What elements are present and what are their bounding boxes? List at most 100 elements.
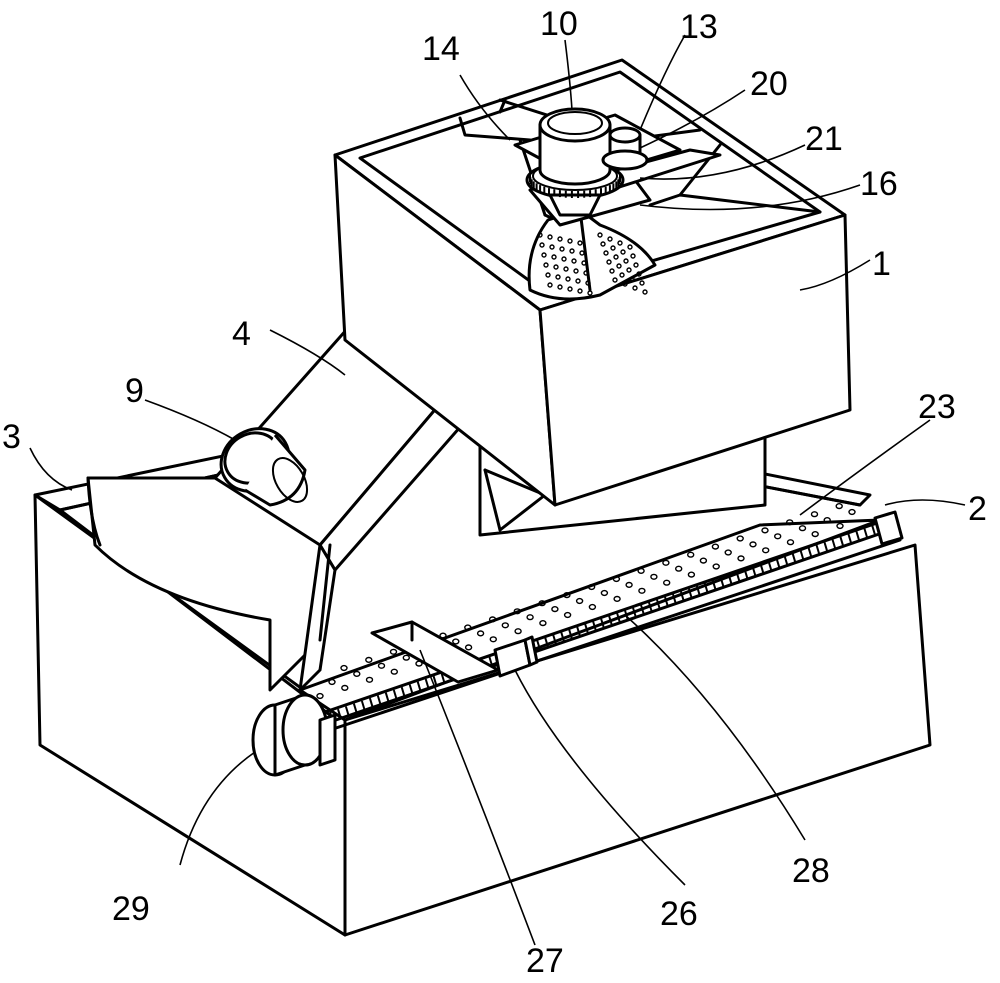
perforation-hole [811, 530, 819, 538]
sieve-hole [569, 248, 575, 254]
label-13: 13 [680, 8, 718, 46]
screw-thread [392, 689, 398, 701]
perforation-hole [588, 603, 597, 611]
upper-box-front-face [538, 213, 852, 507]
perforation-hole [798, 525, 807, 532]
label-4: 4 [232, 315, 251, 353]
screw-thread [408, 684, 414, 695]
perforation-hole [489, 636, 497, 643]
screw-thread [560, 631, 566, 643]
sieve-hole [612, 277, 618, 283]
screw-thread [871, 524, 876, 536]
screw-thread [655, 598, 661, 610]
screw-thread [727, 574, 733, 585]
perforation-hole [464, 624, 472, 631]
gear-20 [601, 149, 649, 171]
label-27: 27 [526, 942, 564, 978]
perforation-hole [587, 583, 596, 591]
perforation-hole [662, 559, 670, 566]
perforation-hole [637, 567, 645, 575]
sieve-hole [547, 234, 553, 240]
sieve-hole [541, 252, 547, 258]
label-2: 2 [968, 490, 987, 528]
label-20: 20 [750, 65, 788, 103]
sieve-hole [610, 245, 616, 251]
perforation-hole [762, 547, 770, 554]
perforation-hole [563, 611, 572, 619]
perforation-hole [675, 565, 683, 572]
perforation-hole [328, 678, 336, 686]
sieve-hole [549, 244, 555, 250]
label-3: 3 [2, 418, 21, 456]
screw-thread [631, 607, 637, 618]
perforation-hole [365, 656, 373, 664]
perforation-hole [835, 503, 843, 510]
perforation-hole [737, 555, 745, 562]
perforation-hole [488, 616, 497, 623]
funnel-block [86, 476, 332, 692]
screw-thread [711, 579, 717, 591]
sieve-hole [567, 238, 573, 244]
sieve-hole [565, 276, 571, 282]
sieve-hole [579, 250, 585, 256]
perforation-hole [625, 581, 633, 589]
motor-29 [251, 693, 337, 777]
screw-thread [344, 706, 350, 717]
screw-thread [384, 692, 390, 703]
screw-thread [368, 697, 374, 709]
screw-thread [360, 700, 366, 712]
perforation-hole [736, 535, 744, 542]
screw-thread [703, 582, 709, 593]
sieve-hole [629, 276, 635, 282]
sieve-hole [609, 268, 615, 274]
sieve-hole [613, 254, 619, 260]
screw-thread [735, 571, 741, 582]
perforation-hole [823, 516, 831, 524]
screw-thread [337, 708, 342, 720]
perforation-hole [389, 648, 398, 655]
screw-thread [623, 609, 629, 621]
sieve-hole [539, 242, 545, 248]
upper-box [333, 58, 852, 507]
sieve-hole [555, 274, 561, 280]
sieve-hole [561, 256, 567, 262]
screw-thread [815, 543, 821, 555]
label-29: 29 [112, 890, 150, 928]
perforation-hole [390, 668, 398, 675]
screw-thread [839, 535, 845, 547]
label-16: 16 [860, 165, 898, 203]
label-9: 9 [125, 372, 144, 410]
screw-thread [592, 620, 597, 632]
perforation-hole [526, 614, 534, 621]
sieve-hole [630, 253, 636, 259]
perforation-hole [687, 551, 695, 558]
perforation-hole [774, 533, 782, 540]
perforation-hole [600, 589, 609, 597]
perforation-hole [501, 622, 509, 629]
top-mechanism [513, 107, 722, 227]
screw-thread [679, 590, 685, 602]
screw-thread [608, 615, 613, 626]
sieve-hole [607, 236, 613, 242]
sieve-hole [619, 272, 625, 278]
sieve-hole [616, 263, 622, 269]
tray-front-face [343, 543, 932, 937]
perforation-hole [365, 676, 374, 683]
sieve-hole [571, 258, 577, 264]
screw-thread [855, 530, 861, 541]
sieve-hole [633, 262, 639, 268]
sieve-hole [603, 250, 609, 256]
perforation-hole [848, 508, 856, 516]
screw-thread [552, 634, 558, 646]
sieve-hole [553, 264, 559, 270]
sieve-hole [622, 281, 628, 287]
screw-thread [695, 585, 701, 596]
screw-thread [863, 527, 869, 538]
sieve-hole [585, 280, 591, 286]
screw-thread [584, 623, 590, 635]
sieve-hole [577, 288, 583, 294]
perforation-hole [699, 557, 708, 564]
perforation-hole [402, 654, 410, 661]
sieve-hole [573, 268, 579, 274]
